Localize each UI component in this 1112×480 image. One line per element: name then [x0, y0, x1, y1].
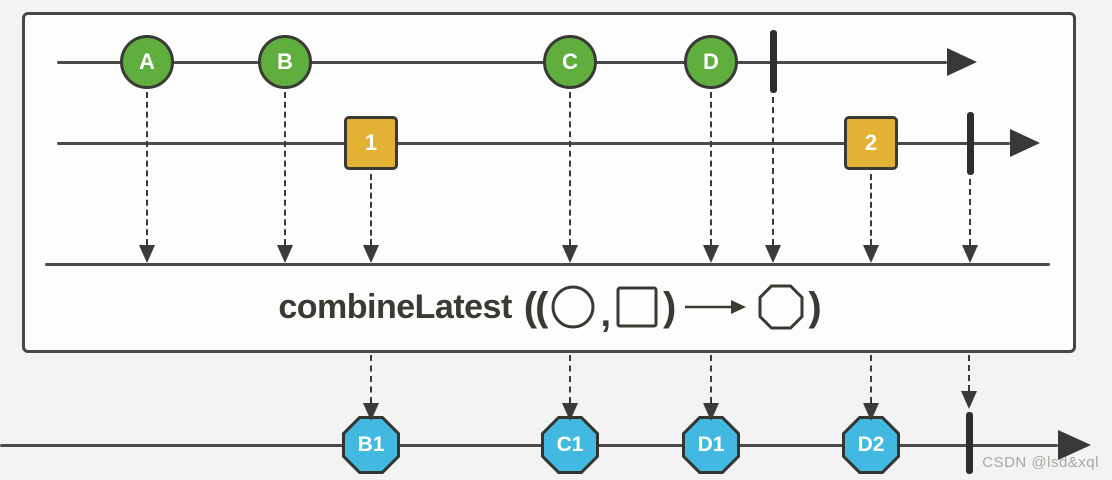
down-arrowhead-icon — [139, 245, 155, 263]
projection-arrow — [863, 174, 879, 263]
dashed-line — [569, 92, 571, 245]
marble-A: A — [120, 35, 174, 89]
down-arrowhead-icon — [863, 403, 879, 421]
signature-open-parens: (( — [523, 284, 549, 329]
dashed-line — [569, 355, 571, 403]
dashed-line — [870, 355, 872, 403]
projection-arrow — [562, 92, 578, 263]
dashed-line — [772, 97, 774, 245]
dashed-line — [968, 355, 970, 391]
down-arrowhead-icon — [765, 245, 781, 263]
octagon-fill — [685, 419, 737, 471]
dashed-line — [870, 174, 872, 245]
operator-name: combineLatest — [278, 287, 512, 326]
projection-arrow — [363, 355, 379, 421]
projection-arrow — [277, 92, 293, 263]
output-complete-bar — [965, 412, 973, 474]
projection-arrow — [863, 355, 879, 421]
circle-shape-icon — [551, 285, 595, 329]
projection-arrow — [962, 179, 978, 263]
marble-label: D2 — [857, 433, 885, 456]
operator-label: combineLatest (( , ) ) — [22, 281, 1076, 335]
down-arrowhead-icon — [962, 245, 978, 263]
down-arrowhead-icon — [961, 391, 977, 409]
source2-complete-bar — [966, 112, 974, 175]
down-arrowhead-icon — [363, 403, 379, 421]
octagon-shape-icon — [758, 284, 804, 330]
dashed-line — [710, 92, 712, 245]
square-shape-icon — [616, 286, 658, 328]
source2-timeline — [57, 141, 1010, 145]
dashed-line — [370, 174, 372, 245]
map-arrow-icon — [685, 300, 747, 314]
projection-arrow — [703, 355, 719, 421]
marble-C1: C1 — [541, 416, 599, 474]
marble-D2: D2 — [842, 416, 900, 474]
projection-arrow — [703, 92, 719, 263]
octagon-fill — [544, 419, 596, 471]
output-timeline-arrowhead-icon — [1058, 430, 1091, 460]
separator-line — [45, 262, 1050, 266]
down-arrowhead-icon — [562, 245, 578, 263]
marble-B1: B1 — [342, 416, 400, 474]
down-arrowhead-icon — [363, 245, 379, 263]
source1-timeline-arrowhead-icon — [947, 48, 977, 76]
dashed-line — [284, 92, 286, 245]
projection-arrow — [139, 92, 155, 263]
source1-complete-bar — [769, 30, 777, 93]
dashed-line — [969, 179, 971, 245]
source2-timeline-arrowhead-icon — [1010, 129, 1040, 157]
marble-B: B — [258, 35, 312, 89]
dashed-line — [710, 355, 712, 403]
output-timeline — [0, 443, 1058, 447]
down-arrowhead-icon — [863, 245, 879, 263]
marble-1: 1 — [344, 116, 398, 170]
marble-2: 2 — [844, 116, 898, 170]
source1-timeline — [57, 60, 947, 64]
signature-close-outer-paren: ) — [808, 284, 821, 329]
dashed-line — [370, 355, 372, 403]
octagon-fill — [845, 419, 897, 471]
down-arrowhead-icon — [277, 245, 293, 263]
projection-arrow — [765, 97, 781, 263]
down-arrowhead-icon — [703, 245, 719, 263]
marble-label: B1 — [357, 433, 385, 456]
marble-D1: D1 — [682, 416, 740, 474]
octagon-fill — [345, 419, 397, 471]
projection-arrow — [961, 355, 977, 409]
marble-D: D — [684, 35, 738, 89]
dashed-line — [146, 92, 148, 245]
marble-C: C — [543, 35, 597, 89]
down-arrowhead-icon — [703, 403, 719, 421]
projection-arrow — [562, 355, 578, 421]
down-arrowhead-icon — [562, 403, 578, 421]
signature-close-inner-paren: ) — [663, 284, 676, 329]
signature-comma: , — [600, 292, 611, 335]
marble-label: D1 — [697, 433, 725, 456]
projection-arrow — [363, 174, 379, 263]
marble-label: C1 — [556, 433, 584, 456]
